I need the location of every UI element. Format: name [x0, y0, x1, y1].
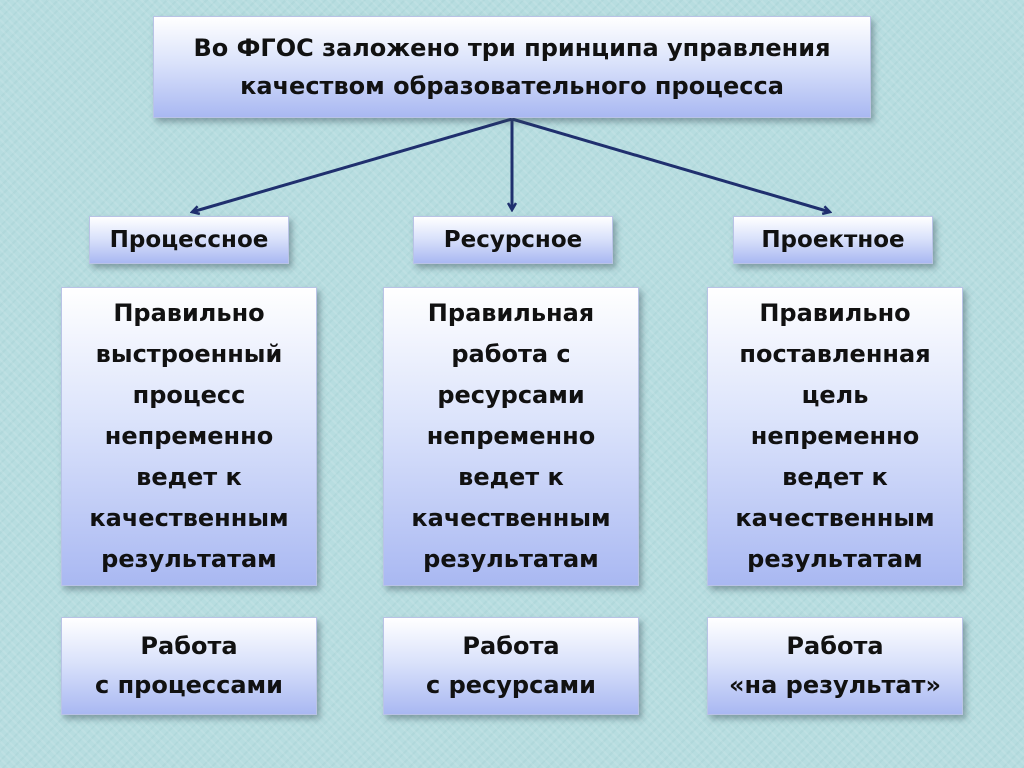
- description-line: непременно: [426, 422, 596, 450]
- description-line: качественным: [89, 504, 289, 532]
- description-line: Правильно: [113, 299, 265, 327]
- description-project: Правильно поставленная цель непременно в…: [707, 287, 963, 586]
- work-resource: Работа с ресурсами: [383, 617, 639, 715]
- description-line: Правильно: [759, 299, 911, 327]
- description-process: Правильно выстроенный процесс непременно…: [61, 287, 317, 586]
- description-line: ведет к: [458, 463, 564, 491]
- title-line-2: качеством образовательного процесса: [240, 72, 784, 100]
- description-line: ведет к: [136, 463, 242, 491]
- work-process: Работа с процессами: [61, 617, 317, 715]
- diagram-title: Во ФГОС заложено три принципа управления…: [153, 16, 871, 118]
- work-line: с ресурсами: [426, 671, 596, 699]
- work-line: с процессами: [95, 671, 283, 699]
- label-project-text: Проектное: [761, 227, 905, 253]
- description-line: непременно: [104, 422, 274, 450]
- description-line: Правильная: [427, 299, 595, 327]
- description-resource: Правильная работа с ресурсами непременно…: [383, 287, 639, 586]
- description-line: качественным: [735, 504, 935, 532]
- description-line: результатам: [101, 545, 277, 573]
- work-line: «на результат»: [729, 671, 941, 699]
- work-line: Работа: [462, 632, 560, 660]
- description-line: результатам: [423, 545, 599, 573]
- work-line: Работа: [140, 632, 238, 660]
- work-line: Работа: [786, 632, 884, 660]
- description-line: ведет к: [782, 463, 888, 491]
- description-line: поставленная: [739, 340, 931, 368]
- description-line: ресурсами: [437, 381, 585, 409]
- description-line: результатам: [747, 545, 923, 573]
- description-line: непременно: [750, 422, 920, 450]
- work-project: Работа «на результат»: [707, 617, 963, 715]
- label-process: Процессное: [89, 216, 289, 264]
- title-line-1: Во ФГОС заложено три принципа управления: [193, 34, 831, 62]
- description-line: качественным: [411, 504, 611, 532]
- description-line: цель: [801, 381, 869, 409]
- description-line: работа с: [451, 340, 571, 368]
- label-resource: Ресурсное: [413, 216, 613, 264]
- description-line: процесс: [132, 381, 246, 409]
- label-resource-text: Ресурсное: [443, 227, 583, 253]
- label-process-text: Процессное: [109, 227, 269, 253]
- description-line: выстроенный: [95, 340, 283, 368]
- arrow-to-process: [192, 117, 513, 212]
- label-project: Проектное: [733, 216, 933, 264]
- arrow-to-project: [511, 117, 830, 212]
